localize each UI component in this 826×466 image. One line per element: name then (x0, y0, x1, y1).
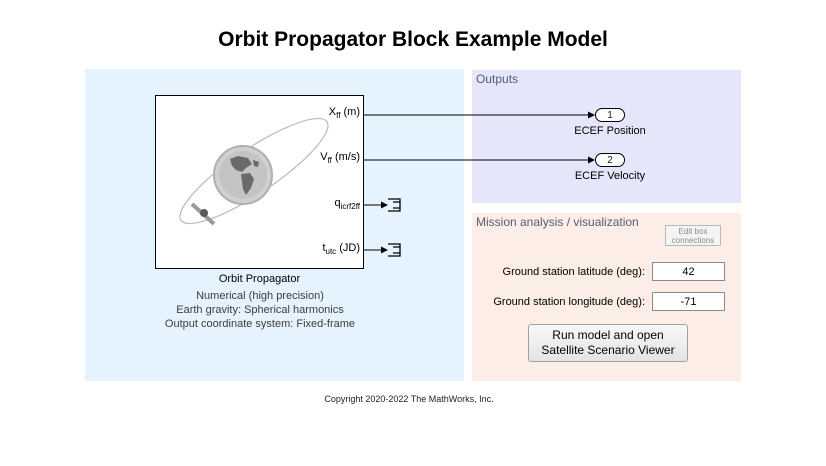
port-v-label: Vff (m/s) (320, 151, 360, 166)
orbit-propagator-block[interactable]: Xff (m) Vff (m/s) qicrf2ff tutc (JD) (155, 95, 364, 269)
latitude-label: Ground station latitude (deg): (502, 266, 645, 278)
outport-2[interactable]: 2 (595, 153, 625, 167)
description-line: Output coordinate system: Fixed-frame (164, 318, 356, 330)
satellite-earth-orbit-icon (179, 117, 329, 226)
outputs-area-label: Outputs (476, 72, 519, 86)
description-line: Earth gravity: Spherical harmonics (176, 304, 344, 316)
block-name: Orbit Propagator (218, 273, 301, 285)
terminator-icon (388, 243, 401, 257)
terminator-icon (388, 198, 401, 212)
outputs-area: Outputs (472, 70, 741, 203)
outport-1[interactable]: 1 (595, 108, 625, 122)
signal-arrow (381, 246, 388, 254)
longitude-label: Ground station longitude (deg): (493, 296, 645, 308)
port-q-label: qicrf2ff (334, 197, 360, 212)
port-x-label: Xff (m) (328, 106, 360, 121)
signal-arrow (381, 201, 388, 209)
block-description: Numerical (high precision) Earth gravity… (120, 289, 400, 331)
run-model-button[interactable]: Run model and open Satellite Scenario Vi… (528, 324, 688, 362)
signal-lines (364, 111, 595, 257)
longitude-input[interactable] (652, 292, 725, 311)
signal-arrow (588, 156, 595, 164)
page-title: Orbit Propagator Block Example Model (218, 28, 608, 51)
edit-box-connections-button[interactable]: Edit box connections (665, 225, 721, 246)
latitude-input[interactable] (652, 262, 725, 281)
outport-1-label: ECEF Position (574, 125, 646, 137)
signal-arrow (588, 111, 595, 119)
copyright-text: Copyright 2020-2022 The MathWorks, Inc. (324, 394, 494, 404)
port-t-label: tutc (JD) (322, 242, 360, 257)
mission-area-label: Mission analysis / visualization (476, 215, 639, 229)
description-line: Numerical (high precision) (196, 290, 324, 302)
outport-2-label: ECEF Velocity (574, 170, 646, 182)
